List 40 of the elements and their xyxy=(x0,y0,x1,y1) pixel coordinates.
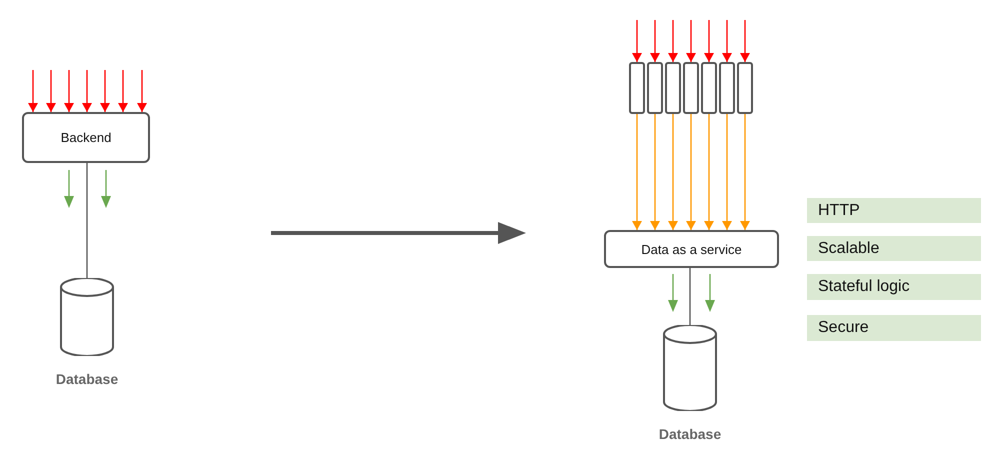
feature-tag: Stateful logic xyxy=(807,274,981,300)
database-cylinder xyxy=(663,325,717,411)
queue-box xyxy=(719,62,735,114)
queue-box xyxy=(737,62,753,114)
process-box: Data as a service xyxy=(604,230,779,268)
arrow xyxy=(704,114,714,230)
arrow xyxy=(118,70,128,112)
feature-tag: Secure xyxy=(807,315,981,341)
queue-box xyxy=(683,62,699,114)
arrow xyxy=(632,114,642,230)
arrow xyxy=(686,114,696,230)
connector-line xyxy=(86,163,88,278)
database-label: Database xyxy=(54,371,120,387)
arrow xyxy=(722,20,732,62)
arrow xyxy=(82,70,92,112)
database-cylinder xyxy=(60,278,114,356)
arrow xyxy=(650,114,660,230)
queue-box xyxy=(647,62,663,114)
arrow xyxy=(704,20,714,62)
queue-box xyxy=(701,62,717,114)
arrow xyxy=(100,70,110,112)
arrow xyxy=(64,70,74,112)
arrow xyxy=(632,20,642,62)
arrow xyxy=(137,70,147,112)
arrow xyxy=(740,20,750,62)
feature-tag: HTTP xyxy=(807,198,981,223)
arrow xyxy=(28,70,38,112)
feature-tag: Scalable xyxy=(807,236,981,261)
queue-box xyxy=(665,62,681,114)
connector-line xyxy=(689,268,691,325)
arrow xyxy=(668,114,678,230)
arrow xyxy=(722,114,732,230)
database-label: Database xyxy=(658,426,722,442)
arrow xyxy=(46,70,56,112)
queue-box xyxy=(629,62,645,114)
process-box: Backend xyxy=(22,112,150,163)
arrow xyxy=(686,20,696,62)
arrow xyxy=(740,114,750,230)
arrow xyxy=(668,20,678,62)
arrow xyxy=(650,20,660,62)
